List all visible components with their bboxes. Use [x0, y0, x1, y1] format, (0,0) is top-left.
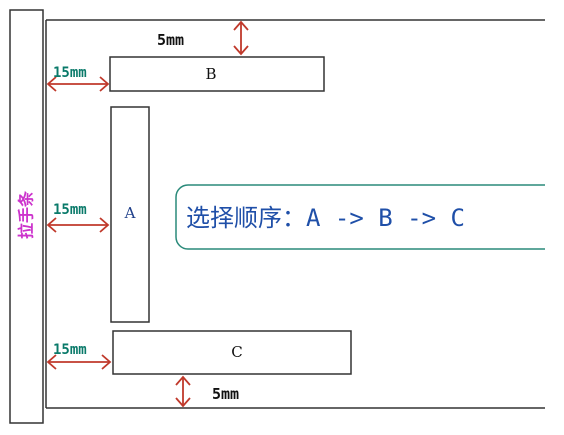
top-gap-arrow: [233, 20, 249, 56]
left-gap-arrow-b: [46, 76, 110, 92]
panel-c-label: C: [231, 343, 242, 361]
panel-a-label: A: [124, 204, 136, 222]
top-gap-dimension-label: 5mm: [157, 31, 184, 49]
callout-box: [175, 184, 545, 250]
panel-b-label: B: [205, 65, 216, 83]
bottom-gap-dimension-label: 5mm: [212, 385, 239, 403]
left-gap-arrow-c: [46, 354, 112, 370]
handle-strip: [9, 9, 44, 424]
selection-order-callout: 选择顺序：A -> B -> C: [175, 184, 545, 250]
bottom-gap-arrow: [175, 375, 191, 408]
left-gap-dimension-label-a: 15mm: [53, 202, 87, 218]
handle-strip-label: 拉手条: [17, 190, 36, 239]
left-gap-dimension-label-c: 15mm: [53, 342, 87, 358]
selection-order-text: 选择顺序：A -> B -> C: [186, 204, 465, 232]
panel-c: [112, 330, 352, 375]
panel-b: [109, 56, 325, 92]
panel-a: [110, 106, 150, 323]
left-gap-dimension-label-b: 15mm: [53, 65, 87, 81]
left-gap-arrow-a: [46, 217, 110, 233]
